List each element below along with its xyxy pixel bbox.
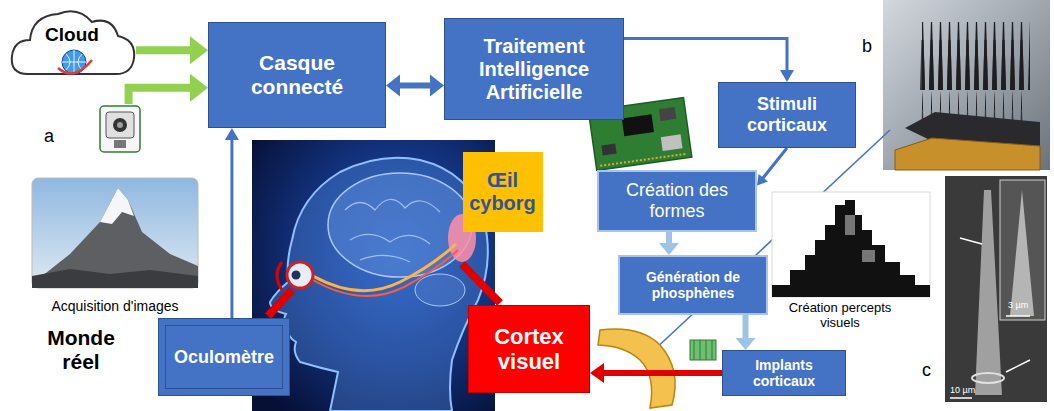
- connector-arrow: [136, 36, 208, 64]
- arrow-head: [190, 74, 208, 102]
- node-text: Œil cyborg: [468, 169, 538, 215]
- connector-line: [601, 370, 722, 376]
- process-box: Traitement Intelligence Artificielle: [444, 18, 624, 120]
- arrow-head: [659, 243, 679, 255]
- node-text: Acquisition d'images: [51, 298, 178, 314]
- node-text: Traitement Intelligence Artificielle: [454, 35, 614, 104]
- connector-line: [743, 315, 749, 340]
- connector-line: [136, 46, 194, 54]
- connector-line: [230, 138, 233, 318]
- pointer-line: [268, 290, 292, 316]
- callout-letter: c: [922, 360, 931, 381]
- connector-arrow: [624, 38, 794, 82]
- arrow-head: [430, 75, 444, 97]
- connector-arrow: [590, 363, 722, 383]
- connector-arrow: [225, 128, 239, 318]
- arrow-head: [590, 363, 604, 383]
- scale-label: 10 µm: [950, 385, 975, 395]
- connector-arrow: [129, 74, 208, 104]
- connector-arrow: [736, 315, 756, 350]
- image-acquisition: Acquisition d'images: [30, 104, 200, 314]
- callout-letter: b: [862, 36, 872, 57]
- arrow-head: [736, 338, 756, 350]
- connector-line: [397, 83, 433, 89]
- connector-line: [624, 38, 787, 72]
- node-text: Cortex visuel: [479, 324, 579, 375]
- process-box: Implants corticaux: [722, 350, 846, 396]
- sem-needle-photo: [945, 176, 1047, 402]
- image-caption: Création percepts visuels: [784, 301, 896, 331]
- pointer-line: [462, 264, 500, 303]
- process-box: Casque connecté: [208, 22, 386, 128]
- arrow-head: [386, 75, 400, 97]
- process-box: Génération de phosphènes: [618, 255, 768, 315]
- highlight-box: Cortex visuel: [468, 305, 590, 393]
- node-text: Génération de phosphènes: [633, 269, 753, 301]
- camera-and-photo: [30, 104, 200, 314]
- process-box: Oculomètre: [158, 318, 290, 396]
- arrow-head: [757, 174, 768, 186]
- connector-line: [762, 148, 787, 179]
- electrode-array-photo: [883, 0, 1050, 170]
- node-text: Casque connecté: [242, 51, 352, 99]
- callout-letter: a: [44, 126, 54, 147]
- process-box: Création des formes: [597, 170, 757, 232]
- arrow-head: [780, 70, 794, 82]
- arrow-head: [225, 128, 239, 140]
- node-text: Stimuli corticaux: [732, 94, 842, 135]
- connector-arrow: [757, 148, 787, 186]
- node-text: Création des formes: [617, 180, 737, 221]
- scale-label: 3 µm: [1008, 300, 1028, 310]
- implant-device: [598, 329, 716, 408]
- connector-arrow: [659, 232, 679, 255]
- label-box: Œil cyborg: [463, 152, 543, 232]
- connector-arrow: [386, 75, 444, 97]
- node-text: Implants corticaux: [739, 357, 829, 389]
- arrow-head: [190, 36, 208, 64]
- cloud-shape: Cloud: [8, 2, 136, 80]
- node-text: Oculomètre: [174, 347, 274, 368]
- process-box: Stimuli corticaux: [718, 82, 856, 148]
- connector-line: [129, 88, 194, 104]
- section-label: Monde réel: [40, 326, 122, 374]
- node-text: Cloud: [45, 24, 99, 46]
- pixel-percept: [772, 192, 930, 297]
